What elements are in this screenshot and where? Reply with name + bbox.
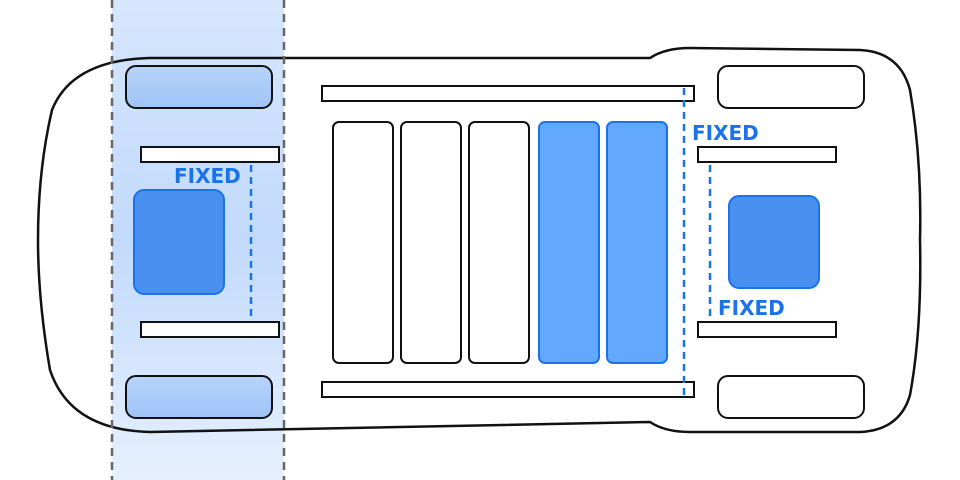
rear-top-rail: [697, 146, 837, 163]
front-fixed-block: [133, 189, 225, 295]
front-top-rail: [140, 146, 280, 163]
front-bottom-pad: [125, 375, 273, 419]
rear-bottom-rail: [697, 321, 837, 338]
center-slat-1: [332, 121, 394, 364]
rear-top-pad: [717, 65, 865, 109]
fixed-label-rear-bottom: FIXED: [718, 296, 785, 320]
car-body-outline: [36, 46, 922, 434]
front-bottom-rail: [140, 321, 280, 338]
fixed-label-front: FIXED: [174, 164, 241, 188]
rear-fixed-block: [728, 195, 820, 289]
center-bottom-rail: [321, 381, 695, 398]
front-top-pad: [125, 65, 273, 109]
center-slat-5-highlighted: [606, 121, 668, 364]
center-slat-3: [468, 121, 530, 364]
center-slat-2: [400, 121, 462, 364]
rear-bottom-pad: [717, 375, 865, 419]
center-slat-4-highlighted: [538, 121, 600, 364]
fixed-label-rear-top: FIXED: [692, 121, 759, 145]
center-top-rail: [321, 85, 695, 102]
